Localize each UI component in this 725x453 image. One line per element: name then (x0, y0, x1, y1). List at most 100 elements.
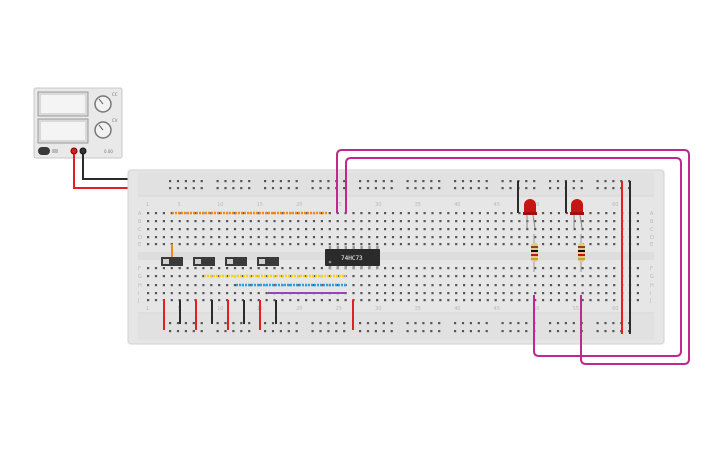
breadboard-hole[interactable] (336, 284, 339, 287)
breadboard-hole[interactable] (218, 267, 221, 270)
wire-magenta-outer[interactable] (336, 149, 690, 365)
breadboard-hole[interactable] (170, 236, 173, 239)
breadboard-hole[interactable] (430, 187, 433, 190)
breadboard-hole[interactable] (439, 292, 442, 295)
breadboard-hole[interactable] (147, 243, 150, 246)
breadboard-hole[interactable] (336, 243, 339, 246)
breadboard-hole[interactable] (289, 299, 292, 302)
breadboard-hole[interactable] (232, 330, 235, 333)
breadboard-hole[interactable] (210, 243, 213, 246)
breadboard-hole[interactable] (390, 187, 393, 190)
breadboard-hole[interactable] (565, 275, 568, 278)
breadboard-hole[interactable] (407, 228, 410, 231)
breadboard-hole[interactable] (359, 187, 362, 190)
breadboard-hole[interactable] (147, 220, 150, 223)
breadboard-hole[interactable] (461, 330, 465, 333)
breadboard-hole[interactable] (415, 292, 418, 295)
breadboard-hole[interactable] (382, 180, 385, 183)
led-1[interactable] (523, 199, 537, 229)
breadboard-hole[interactable] (312, 243, 316, 246)
breadboard-hole[interactable] (343, 187, 346, 190)
breadboard-hole[interactable] (605, 275, 608, 278)
breadboard-hole[interactable] (147, 275, 150, 278)
breadboard-hole[interactable] (344, 299, 347, 302)
breadboard-hole[interactable] (390, 330, 393, 333)
breadboard-hole[interactable] (415, 236, 418, 239)
breadboard-hole[interactable] (376, 228, 379, 231)
slide-switch-3[interactable] (225, 257, 247, 266)
breadboard-hole[interactable] (455, 275, 458, 278)
breadboard-hole[interactable] (510, 284, 513, 287)
breadboard-hole[interactable] (407, 275, 410, 278)
breadboard-hole[interactable] (344, 243, 347, 246)
breadboard-hole[interactable] (312, 236, 316, 239)
breadboard-hole[interactable] (455, 228, 458, 231)
breadboard-hole[interactable] (391, 220, 395, 223)
breadboard-hole[interactable] (526, 284, 529, 287)
breadboard-hole[interactable] (597, 292, 600, 295)
breadboard-hole[interactable] (192, 330, 195, 333)
breadboard-hole[interactable] (391, 284, 395, 287)
breadboard-hole[interactable] (289, 243, 292, 246)
breadboard-hole[interactable] (447, 212, 450, 215)
breadboard-hole[interactable] (423, 220, 426, 223)
breadboard-hole[interactable] (447, 236, 450, 239)
breadboard-hole[interactable] (485, 330, 488, 333)
breadboard-hole[interactable] (202, 243, 205, 246)
breadboard-hole[interactable] (589, 243, 592, 246)
breadboard-hole[interactable] (147, 299, 150, 302)
breadboard-hole[interactable] (384, 284, 387, 287)
breadboard-hole[interactable] (415, 228, 418, 231)
breadboard-hole[interactable] (249, 267, 252, 270)
breadboard-hole[interactable] (565, 284, 568, 287)
breadboard-hole[interactable] (605, 299, 608, 302)
breadboard-hole[interactable] (162, 212, 165, 215)
breadboard-hole[interactable] (170, 275, 173, 278)
breadboard-hole[interactable] (542, 275, 545, 278)
breadboard-hole[interactable] (423, 228, 426, 231)
breadboard-hole[interactable] (257, 299, 260, 302)
breadboard-hole[interactable] (517, 322, 520, 325)
breadboard-hole[interactable] (549, 220, 553, 223)
breadboard-hole[interactable] (186, 220, 189, 223)
breadboard-hole[interactable] (328, 299, 331, 302)
breadboard-hole[interactable] (210, 267, 213, 270)
breadboard-hole[interactable] (597, 220, 600, 223)
breadboard-hole[interactable] (162, 220, 165, 223)
breadboard-hole[interactable] (478, 220, 481, 223)
breadboard-hole[interactable] (311, 322, 314, 325)
breadboard-hole[interactable] (273, 267, 276, 270)
breadboard-hole[interactable] (287, 330, 290, 333)
breadboard-hole[interactable] (202, 292, 205, 295)
breadboard-hole[interactable] (470, 212, 474, 215)
breadboard-hole[interactable] (232, 180, 235, 183)
breadboard-hole[interactable] (406, 330, 409, 333)
breadboard-hole[interactable] (604, 322, 607, 325)
breadboard-hole[interactable] (605, 212, 608, 215)
breadboard-hole[interactable] (218, 299, 221, 302)
breadboard-hole[interactable] (510, 243, 513, 246)
breadboard-hole[interactable] (636, 228, 639, 231)
breadboard-hole[interactable] (170, 299, 173, 302)
breadboard-hole[interactable] (194, 267, 197, 270)
breadboard-hole[interactable] (613, 243, 616, 246)
breadboard-hole[interactable] (374, 180, 377, 183)
breadboard-hole[interactable] (565, 220, 568, 223)
breadboard-hole[interactable] (376, 275, 379, 278)
breadboard-hole[interactable] (423, 243, 426, 246)
breadboard-hole[interactable] (463, 275, 466, 278)
breadboard-hole[interactable] (581, 267, 584, 270)
breadboard-hole[interactable] (557, 228, 560, 231)
breadboard-hole[interactable] (360, 220, 363, 223)
breadboard-hole[interactable] (344, 228, 347, 231)
breadboard-hole[interactable] (526, 228, 529, 231)
breadboard-hole[interactable] (399, 299, 402, 302)
breadboard-hole[interactable] (295, 322, 298, 325)
breadboard-hole[interactable] (202, 220, 205, 223)
breadboard-hole[interactable] (390, 180, 393, 183)
breadboard-hole[interactable] (384, 236, 387, 239)
resistor-2[interactable] (578, 234, 585, 272)
breadboard-hole[interactable] (518, 292, 521, 295)
breadboard-hole[interactable] (376, 220, 379, 223)
power-supply[interactable]: CC CV 0.00 (33, 87, 123, 159)
